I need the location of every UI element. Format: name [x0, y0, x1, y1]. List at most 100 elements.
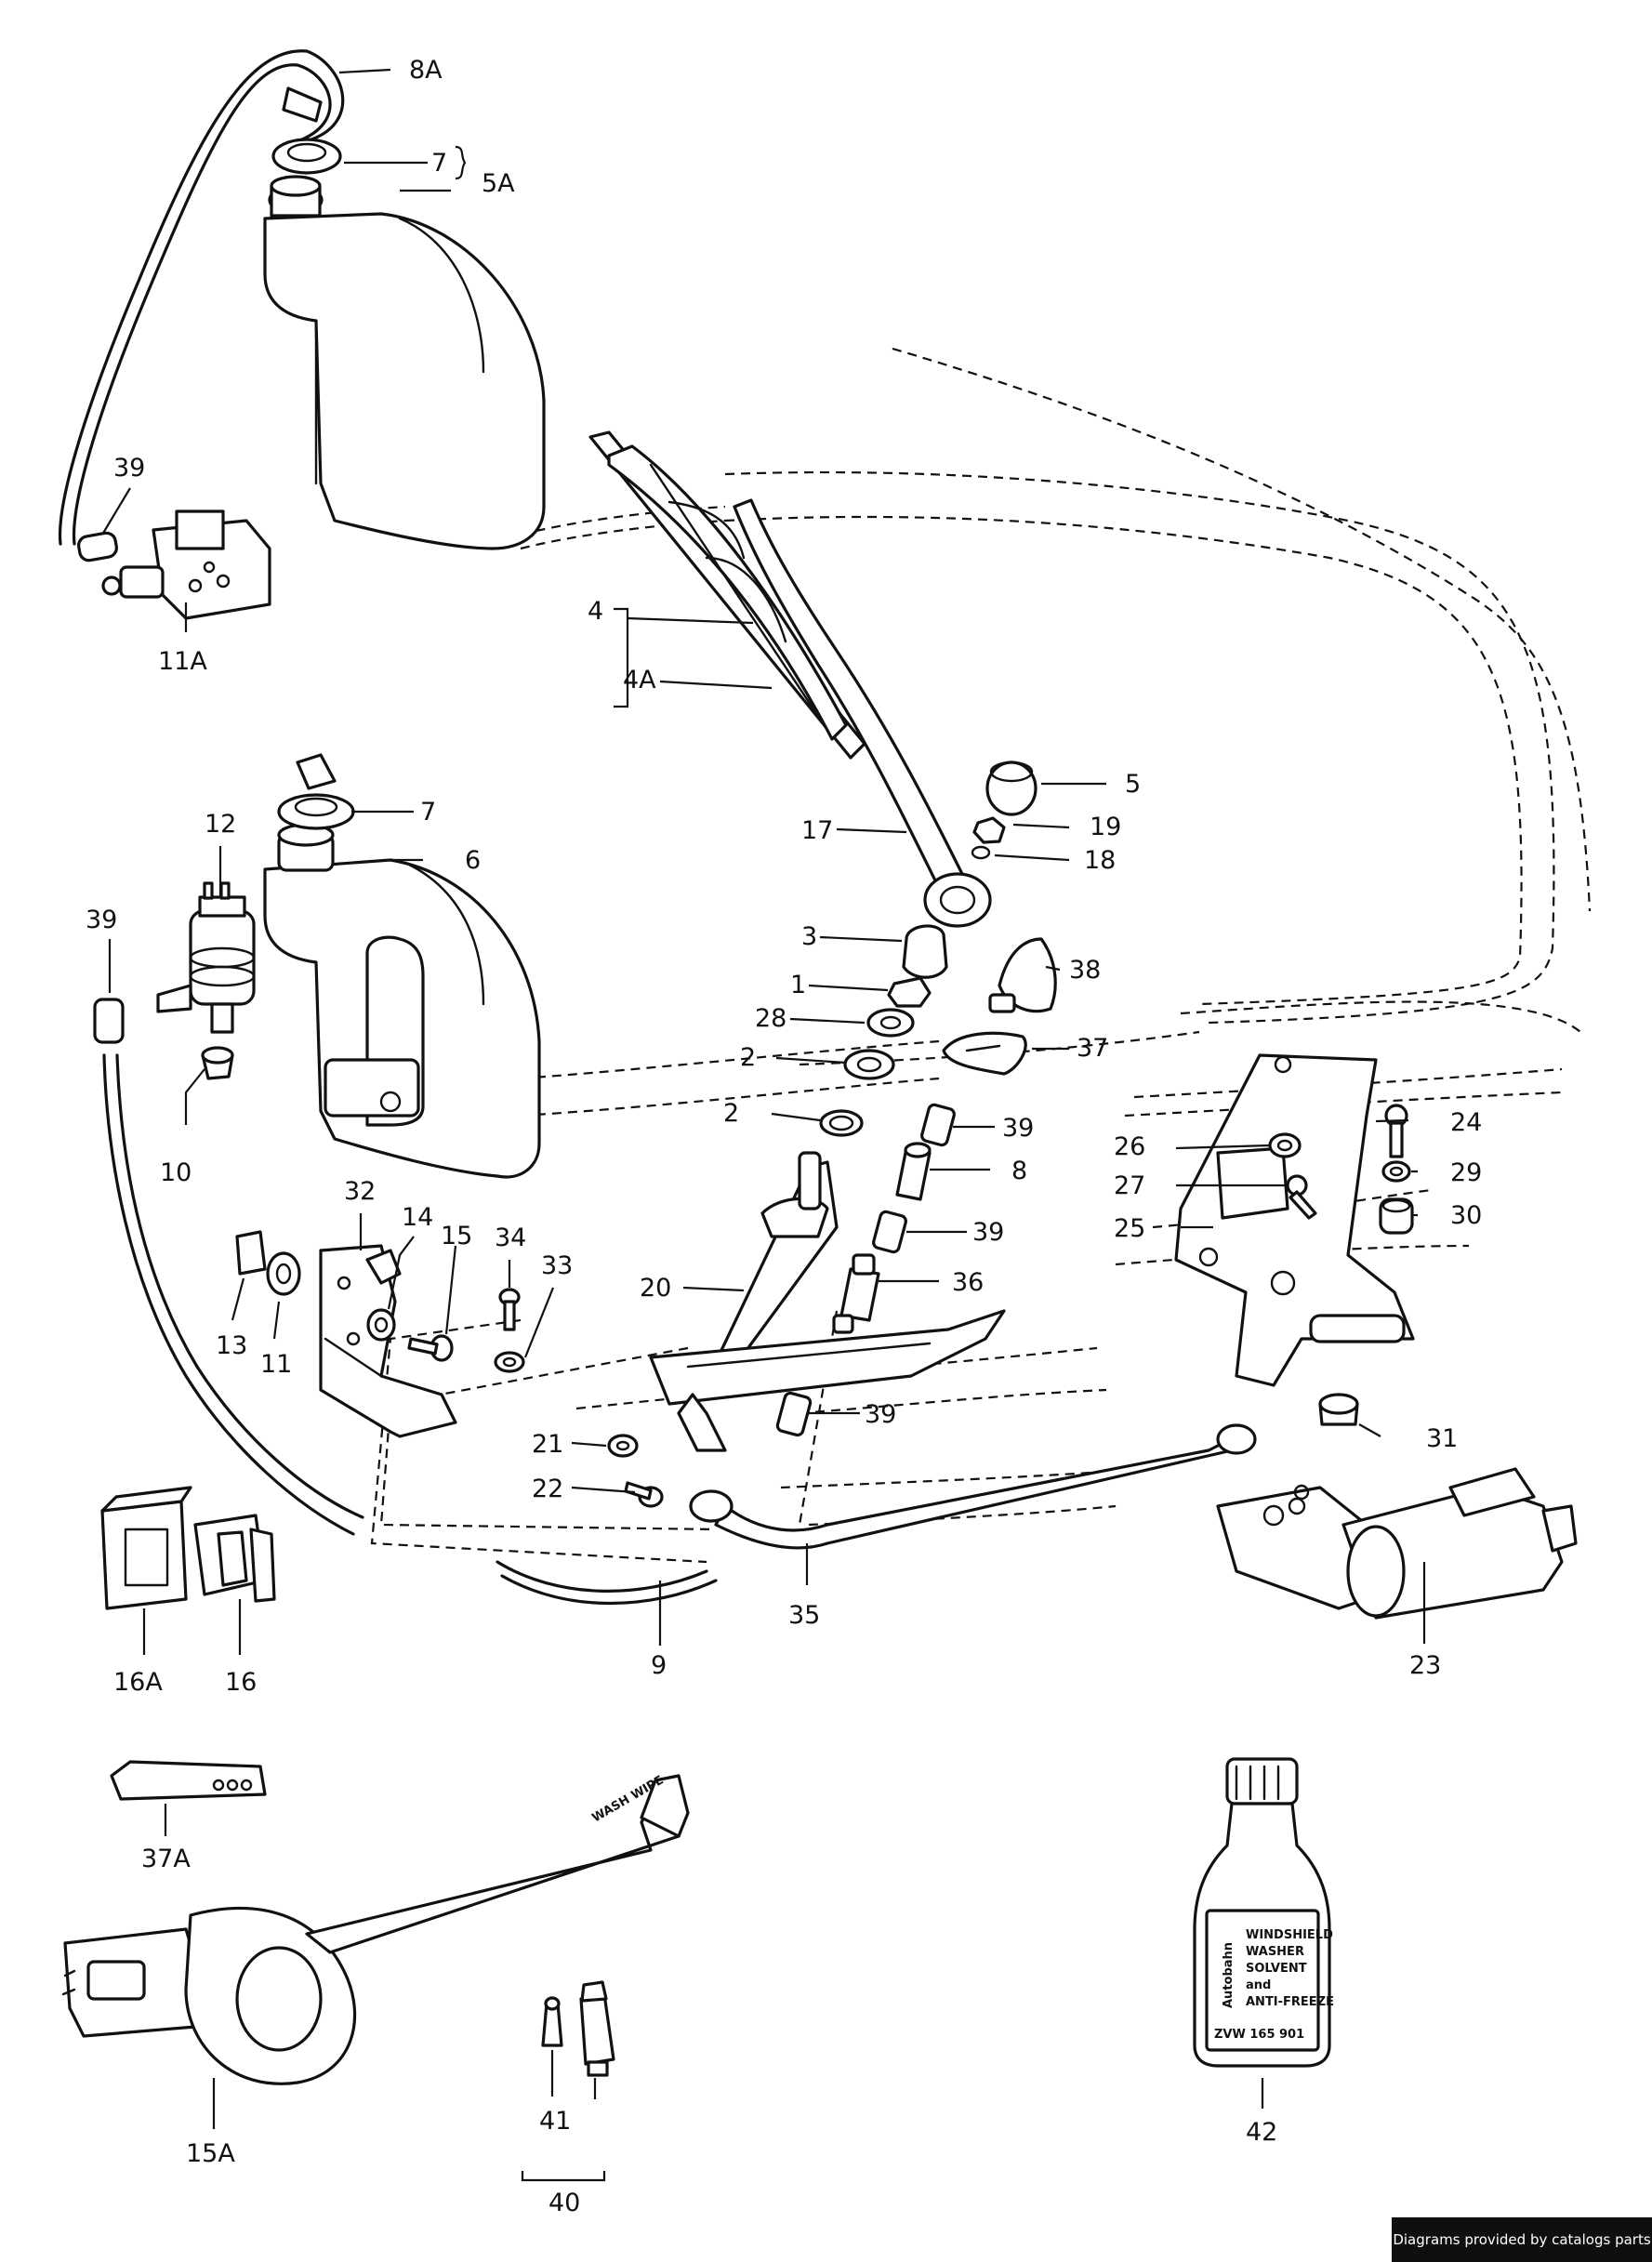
hose-39-e	[775, 1391, 813, 1437]
callout-2-a: 2	[740, 1043, 756, 1072]
callout-39-e: 39	[865, 1400, 896, 1429]
motor-bracket-25	[1174, 1053, 1415, 1387]
callout-26: 26	[1114, 1132, 1145, 1161]
callout-14: 14	[402, 1203, 433, 1232]
wiper-arm-17	[733, 498, 992, 928]
wiper-frame-20	[649, 1151, 1006, 1452]
washer-26	[1268, 1132, 1302, 1158]
clip-13	[235, 1230, 267, 1276]
washer-21	[607, 1434, 639, 1458]
callout-12: 12	[205, 810, 236, 839]
nut-1	[887, 976, 932, 1008]
callout-16: 16	[225, 1668, 257, 1697]
washer-33	[494, 1351, 525, 1373]
hose-39-upper	[77, 531, 118, 562]
callout-29: 29	[1450, 1158, 1482, 1187]
washer-reservoir-6	[263, 823, 541, 1179]
bolt-24	[1384, 1104, 1408, 1158]
callout-15: 15	[441, 1222, 472, 1250]
callout-17: 17	[801, 816, 833, 845]
grommet-10	[201, 1046, 234, 1080]
bottle-part-number: ZVW 165 901	[1214, 2028, 1304, 2042]
cap-7-lower	[277, 753, 355, 830]
callout-34: 34	[495, 1224, 526, 1252]
wiper-blade-4	[588, 430, 866, 760]
callout-5A: 5A	[482, 169, 515, 198]
callout-11: 11	[260, 1350, 292, 1379]
callout-42: 42	[1246, 2118, 1277, 2147]
spray-nozzle-38	[988, 937, 1057, 1013]
callout-39-c: 39	[1002, 1114, 1034, 1143]
washer-14	[366, 1308, 396, 1342]
callout-32: 32	[344, 1177, 376, 1206]
callout-1: 1	[790, 971, 806, 999]
pump-11A	[101, 509, 271, 620]
callout-labels: 8A 7 5A 39 11A 4 4A 5 19 18 17 12 7 6 39…	[86, 56, 1482, 2217]
credit-banner: Diagrams provided by catalogs parts	[1392, 2217, 1652, 2262]
connector-housing-40	[579, 1980, 615, 2077]
callout-39-upper: 39	[113, 454, 145, 483]
callout-25: 25	[1114, 1214, 1145, 1243]
connector-8	[895, 1142, 932, 1201]
bottle-brand: Autobahn	[1222, 1942, 1236, 2008]
callout-28: 28	[755, 1004, 786, 1033]
callout-37A: 37A	[141, 1845, 191, 1873]
screw-15	[407, 1334, 454, 1362]
callout-6: 6	[465, 846, 481, 875]
callout-36: 36	[952, 1268, 984, 1297]
callout-19: 19	[1090, 813, 1121, 841]
washer-18	[971, 845, 991, 860]
callout-23: 23	[1409, 1651, 1441, 1680]
gasket-37	[942, 1031, 1027, 1076]
callout-4A: 4A	[623, 666, 656, 694]
callout-30: 30	[1450, 1201, 1482, 1230]
screw-34	[498, 1288, 521, 1331]
callout-24: 24	[1450, 1108, 1482, 1137]
cap-7-upper	[271, 138, 342, 175]
callout-10: 10	[160, 1158, 192, 1187]
bolt-22	[624, 1481, 664, 1508]
cap-5	[985, 761, 1037, 816]
callout-7-upper: 7	[431, 149, 447, 178]
callout-37: 37	[1077, 1034, 1108, 1063]
upper-washer-reservoir	[263, 175, 546, 550]
callout-38: 38	[1069, 956, 1101, 985]
washer-pump-12	[156, 881, 256, 1034]
callout-13: 13	[216, 1331, 247, 1360]
callout-31: 31	[1426, 1424, 1458, 1453]
hose-8A	[58, 49, 345, 546]
callout-7-lower: 7	[420, 798, 436, 827]
callout-27: 27	[1114, 1171, 1145, 1200]
linkage-rod-35	[689, 1423, 1257, 1550]
grommet-11	[266, 1251, 301, 1296]
callout-16A: 16A	[113, 1668, 163, 1697]
stalk-switch-15A: WASH WIPE	[61, 1773, 690, 2085]
grommet-30	[1379, 1197, 1414, 1235]
bottle-line-3: SOLVENT	[1246, 1962, 1307, 1976]
hose-39-lower	[93, 998, 364, 1536]
callout-20: 20	[640, 1274, 671, 1303]
bushing-31	[1318, 1393, 1359, 1426]
callout-35: 35	[788, 1601, 820, 1630]
callout-18: 18	[1084, 846, 1116, 875]
callout-39-d: 39	[972, 1218, 1004, 1247]
check-valve-36	[832, 1253, 880, 1334]
washer-28	[866, 1008, 915, 1038]
washer-fluid-bottle-42: Autobahn WINDSHIELD WASHER SOLVENT and A…	[1193, 1757, 1334, 2068]
bottle-line-1: WINDSHIELD	[1246, 1928, 1333, 1942]
connector-37A	[110, 1760, 267, 1801]
callout-3: 3	[801, 922, 817, 951]
callout-8: 8	[1011, 1157, 1027, 1185]
callout-5: 5	[1125, 770, 1141, 799]
nut-19	[972, 816, 1006, 844]
rocker-switch-16	[193, 1514, 276, 1603]
bottle-line-2: WASHER	[1246, 1945, 1304, 1959]
switch-frame-16A	[100, 1486, 192, 1610]
callout-15A: 15A	[186, 2139, 235, 2168]
callout-9: 9	[651, 1651, 667, 1680]
washer-2-a	[843, 1049, 895, 1080]
bottle-line-5: ANTI-FREEZE	[1246, 1995, 1334, 2009]
windshield-outline	[370, 347, 1592, 1564]
hose-39-c	[920, 1103, 956, 1147]
